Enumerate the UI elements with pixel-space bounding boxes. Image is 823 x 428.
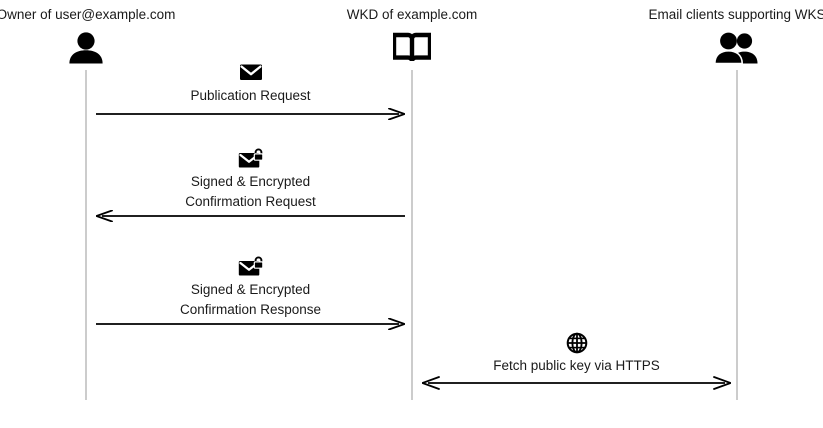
arrow-right bbox=[96, 318, 405, 330]
participant-clients: Email clients supporting WKS bbox=[607, 6, 823, 65]
arrow-bidirectional bbox=[422, 376, 731, 390]
message-publication-request-label: Publication Request bbox=[190, 88, 311, 103]
envelope-lock-icon bbox=[96, 148, 405, 170]
envelope-icon bbox=[96, 62, 405, 82]
lifeline-clients bbox=[736, 70, 738, 400]
book-icon bbox=[282, 31, 542, 65]
participant-owner: Owner of user@example.com bbox=[0, 6, 216, 65]
arrow-right bbox=[96, 108, 405, 120]
globe-icon bbox=[422, 332, 731, 354]
message-confirmation-response-label-line2: Confirmation Response bbox=[179, 302, 322, 317]
envelope-lock-icon bbox=[96, 256, 405, 278]
people-icon bbox=[607, 31, 823, 65]
message-confirmation-response-label-line1: Signed & Encrypted bbox=[190, 282, 311, 297]
participant-wkd-label: WKD of example.com bbox=[346, 7, 478, 22]
arrow-left bbox=[96, 210, 405, 222]
participant-wkd: WKD of example.com bbox=[282, 6, 542, 65]
lifeline-owner bbox=[85, 70, 87, 400]
message-fetch-public-key-label: Fetch public key via HTTPS bbox=[493, 358, 660, 373]
person-icon bbox=[0, 31, 216, 65]
participant-clients-label: Email clients supporting WKS bbox=[648, 7, 823, 22]
lifeline-wkd bbox=[411, 70, 413, 400]
participant-owner-label: Owner of user@example.com bbox=[0, 7, 176, 22]
message-confirmation-request-label-line2: Confirmation Request bbox=[185, 194, 316, 209]
message-confirmation-request-label-line1: Signed & Encrypted bbox=[190, 174, 311, 189]
